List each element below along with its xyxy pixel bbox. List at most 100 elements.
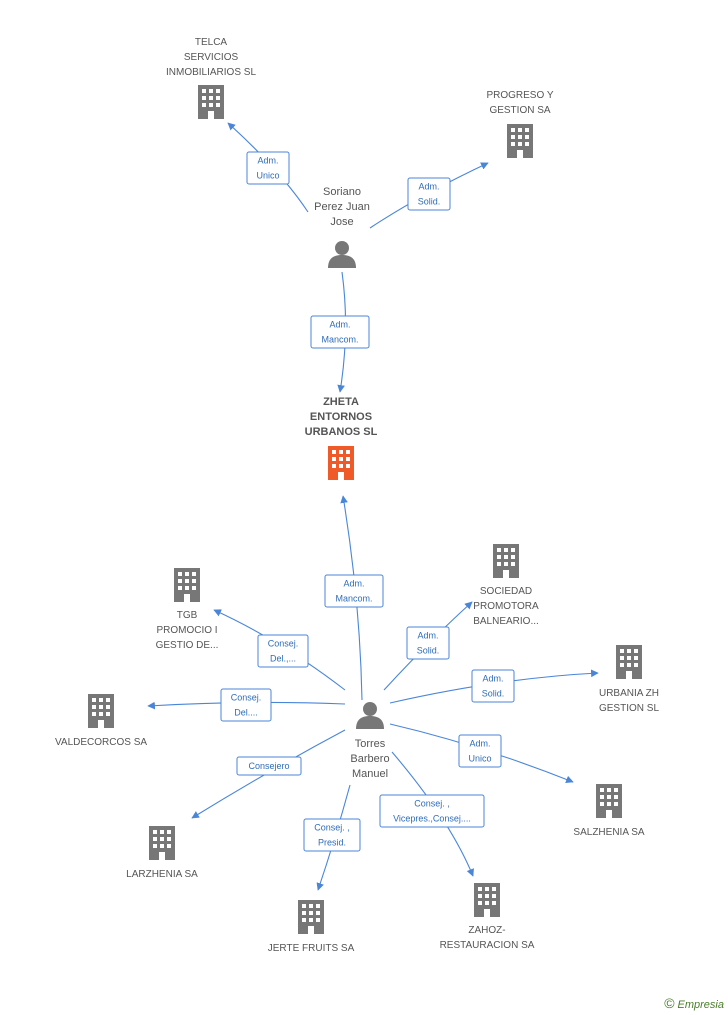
person-label: Perez Juan [314, 201, 370, 213]
role-badge[interactable]: Consej. Del.... [220, 688, 272, 722]
empresia-watermark: ©Empresia [664, 995, 724, 1011]
company-node-urbania[interactable]: URBANIA ZH GESTION SL [599, 645, 659, 714]
role-badge-text: Consej. [231, 693, 262, 703]
role-badge-text: Consej. , [314, 823, 350, 833]
company-label: SALZHENIA SA [573, 827, 644, 838]
company-node-valdecorcos[interactable]: VALDECORCOS SA [55, 694, 147, 748]
role-badge[interactable]: Consej. , Vicepres.,Consej.... [379, 794, 485, 828]
company-label: JERTE FRUITS SA [268, 943, 355, 954]
person-label: Barbero [350, 753, 389, 765]
building-icon [174, 568, 200, 602]
role-badge[interactable]: Adm. Mancom. [324, 574, 384, 608]
role-badge-text: Unico [256, 171, 279, 181]
company-label: INMOBILIARIOS SL [166, 67, 256, 78]
role-badge-text: Adm. [329, 320, 350, 330]
building-icon [298, 900, 324, 934]
role-badge-text: Solid. [418, 197, 441, 207]
role-badge-text: Del.,... [270, 654, 296, 664]
role-badge-box [310, 315, 370, 349]
role-badge-text: Adm. [417, 631, 438, 641]
role-badge-text: Mancom. [321, 335, 358, 345]
role-badge-text: Presid. [318, 838, 346, 848]
role-badge-box [246, 151, 290, 185]
company-label: BALNEARIO... [473, 616, 539, 627]
company-label: TELCA [195, 37, 228, 48]
role-badge[interactable]: Adm. Unico [458, 734, 502, 768]
company-node-zheta[interactable]: ZHETA ENTORNOS URBANOS SL [305, 396, 378, 480]
person-label: Soriano [323, 186, 361, 198]
company-label: ZHETA [323, 396, 359, 408]
company-label: ENTORNOS [310, 411, 372, 423]
role-badge-box [220, 688, 272, 722]
company-label: URBANIA ZH [599, 688, 659, 699]
role-badge-box [471, 669, 515, 703]
role-badge-text: Solid. [417, 646, 440, 656]
role-badge[interactable]: Adm. Solid. [406, 626, 450, 660]
role-badge-box [406, 626, 450, 660]
role-badge-box [257, 634, 309, 668]
company-label: GESTION SA [489, 105, 550, 116]
person-label: Jose [330, 216, 353, 228]
role-badge-text: Consejero [248, 761, 289, 771]
company-node-sociedad[interactable]: SOCIEDAD PROMOTORA BALNEARIO... [473, 544, 539, 627]
role-badge-text: Mancom. [335, 594, 372, 604]
building-icon [616, 645, 642, 679]
role-badge-box [407, 177, 451, 211]
company-node-salzhenia[interactable]: SALZHENIA SA [573, 784, 645, 838]
company-label: URBANOS SL [305, 426, 378, 438]
building-icon [88, 694, 114, 728]
building-icon [474, 883, 500, 917]
role-badge[interactable]: Adm. Solid. [407, 177, 451, 211]
role-badge[interactable]: Consejero [236, 756, 302, 776]
building-icon [596, 784, 622, 818]
role-badge-text: Consej. [268, 639, 299, 649]
building-icon [328, 446, 354, 480]
company-node-zahoz[interactable]: ZAHOZ- RESTAURACION SA [440, 883, 535, 951]
role-badge[interactable]: Consej. Del.,... [257, 634, 309, 668]
person-icon [328, 241, 356, 268]
role-badge-box [236, 756, 302, 776]
role-badge-text: Adm. [469, 739, 490, 749]
person-label: Manuel [352, 768, 388, 780]
building-icon [493, 544, 519, 578]
company-node-larzhenia[interactable]: LARZHENIA SA [126, 826, 198, 880]
role-badge-box [379, 794, 485, 828]
company-label: SOCIEDAD [480, 586, 532, 597]
role-badge-box [303, 818, 361, 852]
person-icon [356, 702, 384, 729]
role-badge[interactable]: Consej. , Presid. [303, 818, 361, 852]
role-badge-text: Adm. [482, 674, 503, 684]
company-label: GESTIO DE... [156, 640, 219, 651]
company-label: GESTION SL [599, 703, 659, 714]
role-badge-box [458, 734, 502, 768]
role-badge-text: Adm. [257, 156, 278, 166]
role-badge-text: Consej. , [414, 799, 450, 809]
role-badge-text: Solid. [482, 689, 505, 699]
company-label: RESTAURACION SA [440, 940, 535, 951]
company-label: LARZHENIA SA [126, 869, 198, 880]
role-badge[interactable]: Adm. Mancom. [310, 315, 370, 349]
watermark-text: Empresia [677, 999, 724, 1011]
role-badge[interactable]: Adm. Solid. [471, 669, 515, 703]
company-node-telca[interactable]: TELCA SERVICIOS INMOBILIARIOS SL [166, 37, 256, 119]
company-label: ZAHOZ- [468, 925, 505, 936]
company-node-jerte[interactable]: JERTE FRUITS SA [268, 900, 355, 954]
person-label: Torres [355, 738, 386, 750]
company-label: PROMOTORA [473, 601, 539, 612]
company-label: PROGRESO Y [486, 90, 553, 101]
building-icon [198, 85, 224, 119]
role-badge[interactable]: Adm. Unico [246, 151, 290, 185]
company-node-progreso[interactable]: PROGRESO Y GESTION SA [486, 90, 554, 158]
role-badge-text: Vicepres.,Consej.... [393, 814, 471, 824]
role-badge-text: Adm. [343, 579, 364, 589]
role-badge-text: Unico [468, 754, 491, 764]
role-badge-text: Del.... [234, 708, 258, 718]
company-label: SERVICIOS [184, 52, 239, 63]
role-badge-text: Adm. [418, 182, 439, 192]
copyright-icon: © [664, 995, 675, 1011]
company-label: VALDECORCOS SA [55, 737, 147, 748]
building-icon [149, 826, 175, 860]
